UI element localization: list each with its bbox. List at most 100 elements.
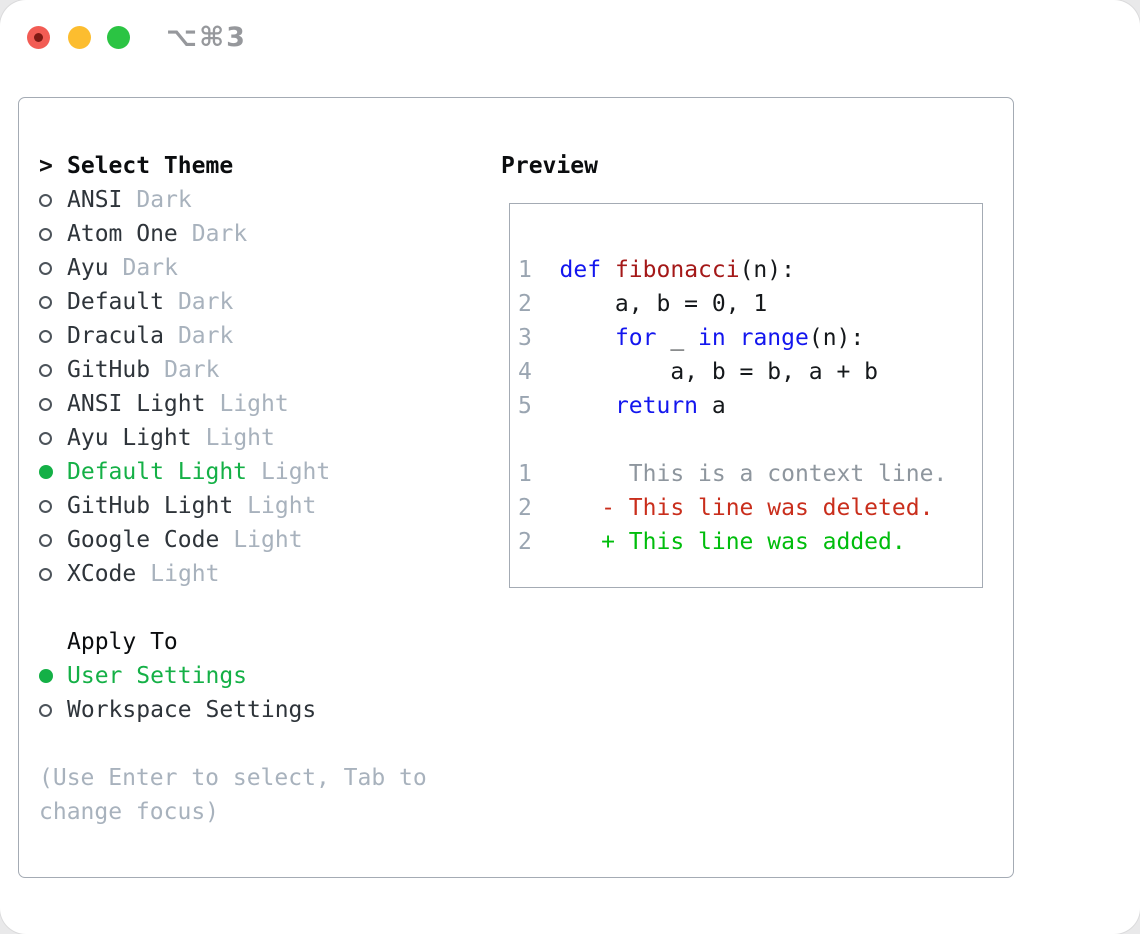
apply-option-label: Workspace Settings (67, 697, 317, 723)
theme-variant-tag: Light (205, 425, 275, 451)
minimize-button[interactable] (68, 26, 91, 49)
theme-variant-tag: Light (219, 391, 289, 417)
code-line: 3 for _ in range(n): (518, 321, 982, 355)
code-token: def (559, 257, 602, 283)
radio-icon (39, 397, 52, 411)
apply-to-title: Apply To (67, 629, 178, 655)
theme-name: GitHub Light (67, 493, 234, 519)
theme-list-header: > Select Theme (39, 149, 330, 183)
code-token (601, 257, 615, 283)
theme-option[interactable]: Atom One Dark (39, 217, 330, 251)
code-token: (n): (739, 257, 795, 283)
radio-icon (39, 295, 52, 309)
apply-to-option[interactable]: Workspace Settings (39, 693, 316, 727)
code-token: (n): (808, 325, 865, 351)
theme-variant-tag: Light (247, 493, 317, 519)
code-token: for (614, 325, 657, 351)
code-line: 2 a, b = 0, 1 (518, 287, 982, 321)
line-number: 1 (518, 257, 560, 283)
theme-option[interactable]: ANSI Light Light (39, 387, 330, 421)
prompt-caret-icon: > (39, 153, 53, 179)
code-line: 1 def fibonacci(n): (518, 253, 982, 287)
theme-name: Atom One (67, 221, 178, 247)
radio-selected-icon (39, 669, 53, 683)
code-token: a, b = b, a + b (559, 359, 879, 385)
code-token: _ (656, 325, 699, 351)
code-line: 2 - This line was deleted. (518, 491, 982, 525)
zoom-button[interactable] (107, 26, 130, 49)
apply-to-option[interactable]: User Settings (39, 659, 316, 693)
theme-name: Default Light (67, 459, 248, 485)
code-token (560, 325, 615, 351)
radio-icon (39, 533, 52, 547)
line-number: 4 (518, 359, 560, 385)
radio-icon (39, 499, 52, 513)
theme-variant-tag: Light (150, 561, 220, 587)
theme-option[interactable]: GitHub Dark (39, 353, 330, 387)
radio-icon (39, 261, 52, 275)
code-token: range (739, 325, 809, 351)
code-line (518, 423, 982, 457)
theme-option[interactable]: Ayu Dark (39, 251, 330, 285)
code-line: 2 + This line was added. (518, 525, 982, 559)
close-button[interactable] (27, 26, 50, 49)
radio-icon (39, 363, 52, 377)
preview-header: Preview (501, 149, 598, 183)
window-title: ⌥⌘3 (166, 22, 247, 53)
line-number: 1 (518, 461, 560, 487)
theme-variant-tag: Light (261, 459, 331, 485)
theme-variant-tag: Dark (191, 221, 248, 247)
apply-option-label: User Settings (67, 663, 248, 689)
code-line: 5 return a (518, 389, 982, 423)
theme-name: Ayu (67, 255, 109, 281)
code-token: + This line was added. (559, 529, 906, 555)
code-token (726, 325, 740, 351)
preview-title: Preview (501, 153, 598, 179)
theme-variant-tag: Dark (177, 289, 234, 315)
theme-option[interactable]: Default Light Light (39, 455, 330, 489)
code-token: in (698, 325, 726, 351)
theme-option[interactable]: Dracula Dark (39, 319, 330, 353)
code-token: This is a context line. (559, 461, 948, 487)
radio-icon (39, 703, 52, 717)
theme-option[interactable]: ANSI Dark (39, 183, 330, 217)
line-number: 2 (518, 529, 560, 555)
theme-option[interactable]: Ayu Light Light (39, 421, 330, 455)
radio-selected-icon (39, 465, 53, 479)
theme-option[interactable]: XCode Light (39, 557, 330, 591)
theme-variant-tag: Dark (177, 323, 234, 349)
theme-variant-tag: Dark (164, 357, 220, 383)
theme-option[interactable]: GitHub Light Light (39, 489, 330, 523)
theme-name: ANSI Light (67, 391, 206, 417)
code-line: 4 a, b = b, a + b (518, 355, 982, 389)
theme-name: Ayu Light (67, 425, 192, 451)
code-token: - This line was deleted. (559, 495, 934, 521)
code-token: a (698, 393, 726, 419)
radio-icon (39, 329, 52, 343)
line-number: 2 (518, 495, 560, 521)
code-token: return (614, 393, 699, 419)
theme-name: GitHub (67, 357, 151, 383)
theme-name: ANSI (67, 187, 123, 213)
line-number: 5 (518, 393, 560, 419)
line-number: 2 (518, 291, 560, 317)
code-token (560, 393, 615, 419)
apply-to-header: Apply To (39, 625, 316, 659)
theme-list-title: Select Theme (67, 153, 234, 179)
theme-name: Dracula (67, 323, 164, 349)
theme-variant-tag: Dark (136, 187, 192, 213)
line-number: 3 (518, 325, 560, 351)
theme-name: XCode (67, 561, 137, 587)
theme-name: Google Code (67, 527, 220, 553)
radio-icon (39, 227, 52, 241)
radio-icon (39, 567, 52, 581)
theme-variant-tag: Dark (122, 255, 178, 281)
